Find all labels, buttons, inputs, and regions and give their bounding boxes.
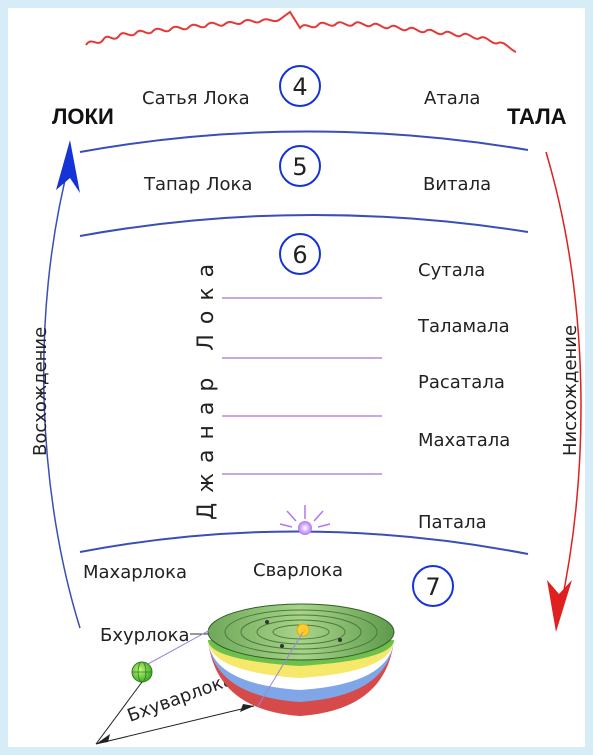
- atala-label: Атала: [424, 88, 480, 109]
- descent-label: Нисхождение: [560, 325, 581, 456]
- ascent-arrow-head-icon: [56, 140, 80, 193]
- number-5-circle: [279, 145, 321, 187]
- tapar-loka-boundary: [79, 213, 529, 237]
- svarloka-label: Сварлока: [253, 560, 343, 581]
- number-6-circle: [279, 233, 321, 275]
- talatala-label: Таламала: [417, 316, 510, 337]
- fire-flame-icon: [85, 10, 517, 53]
- number-7-circle: [412, 565, 454, 607]
- patala-label: Патала: [418, 512, 487, 533]
- bhuvarloka-dimension: [95, 681, 255, 745]
- tala-heading: ТАЛА: [507, 104, 567, 129]
- number-4-circle: [279, 65, 321, 107]
- tapar-loka-label: Тапар Лока: [143, 174, 252, 195]
- sutala-label: Сутала: [418, 260, 485, 281]
- loki-heading: ЛОКИ: [52, 104, 114, 129]
- ascent-label: Восхождение: [30, 327, 51, 456]
- diagram-frame: 4 5 6 7 ЛОКИ ТАЛА Сатья Лока Тапар Лока …: [8, 8, 585, 747]
- rasatala-label: Расатала: [418, 372, 505, 393]
- mahatala-label: Махатала: [418, 430, 510, 451]
- ascent-arrow-line: [43, 159, 81, 629]
- vitala-label: Витала: [423, 174, 491, 195]
- dzhanar-loka-label: Джанар Лока: [194, 254, 219, 520]
- lokas-diagram: 4 5 6 7 ЛОКИ ТАЛА Сатья Лока Тапар Лока …: [30, 10, 582, 745]
- sun-star-icon: [279, 505, 331, 535]
- satya-loka-label: Сатья Лока: [142, 88, 250, 109]
- descent-arrow-line: [545, 151, 582, 611]
- globe-to-bowl-line: [147, 629, 211, 665]
- sun-pointer-line: [257, 631, 304, 707]
- number-5: 5: [292, 153, 307, 181]
- earth-bowl-icon: [207, 603, 395, 716]
- bhurloka-label: Бхурлока: [100, 625, 190, 646]
- maharloka-label: Махарлока: [83, 562, 187, 583]
- descent-arrow-head-icon: [547, 580, 572, 632]
- number-7: 7: [425, 573, 440, 601]
- number-4: 4: [292, 73, 307, 101]
- satya-loka-boundary: [79, 130, 529, 153]
- globe-icon: [131, 661, 153, 683]
- number-6: 6: [292, 241, 307, 269]
